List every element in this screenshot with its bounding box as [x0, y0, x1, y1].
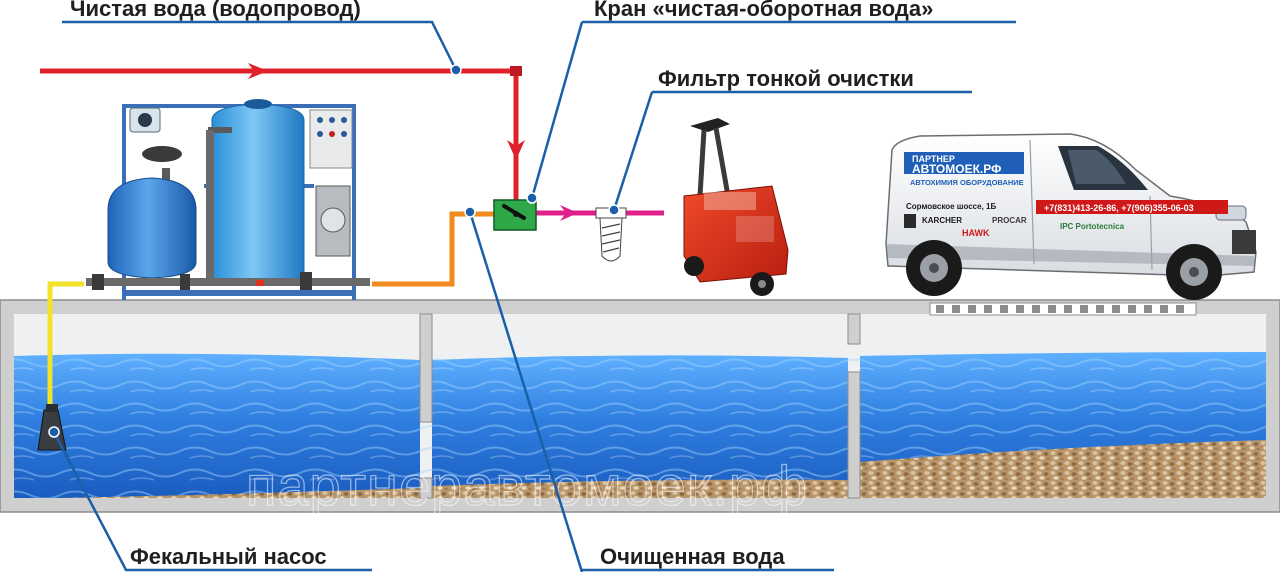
filter-element-icon	[601, 223, 621, 253]
multiport-valve	[142, 146, 182, 162]
leader-dots	[48, 64, 620, 438]
washer-wheel	[684, 256, 704, 276]
leader-fecal-pump	[52, 431, 372, 572]
flow-arrow-right-icon	[248, 63, 268, 79]
van-logo-karcher: KARCHER	[922, 216, 962, 225]
leader-purified-water	[468, 211, 834, 572]
van-phones: +7(831)413-26-86, +7(906)355-06-03	[1044, 203, 1194, 213]
pump-pipe	[47, 281, 84, 448]
gravel-section-2	[432, 479, 848, 498]
van-address: Сормовское шоссе, 1Б	[906, 202, 996, 211]
gravel-section-3	[860, 440, 1266, 498]
label-valve: Кран «чистая-оборотная вода»	[594, 0, 933, 21]
flow-arrow-right-icon	[560, 205, 578, 221]
clean-water-pipe	[40, 63, 525, 200]
van-brand-line2: АВТОМОЕК.РФ	[912, 162, 1001, 176]
flow-arrow-down-icon	[507, 140, 525, 160]
van-logo-badge	[904, 214, 916, 228]
leader-valve	[530, 20, 1016, 199]
diverter-valve	[493, 199, 537, 231]
partition-2-top	[847, 313, 861, 345]
treatment-unit	[86, 99, 370, 300]
van-logo-hawk: HAWK	[962, 228, 990, 238]
van-logo-procar: PROCAR	[992, 216, 1027, 225]
label-fine-filter: Фильтр тонкой очистки	[658, 66, 914, 91]
label-purified-water: Очищенная вода	[600, 544, 785, 569]
service-van: ПАРТНЕР АВТОМОЕК.РФ АВТОХИМИЯ ОБОРУДОВАН…	[885, 133, 1257, 300]
watermark: партнеравтомоек.рф	[246, 454, 808, 517]
label-clean-water: Чистая вода (водопровод)	[70, 0, 361, 21]
drain-grate	[929, 302, 1197, 316]
van-brand-line1: ПАРТНЕР	[912, 154, 955, 164]
settling-tank	[0, 299, 1280, 513]
van-logo-ipc: IPC Portotecnica	[1060, 222, 1125, 231]
fine-filter	[595, 207, 627, 262]
van-phone-strip	[1036, 200, 1228, 214]
van-tagline: АВТОХИМИЯ ОБОРУДОВАНИЕ	[910, 178, 1024, 187]
pressure-washer	[683, 118, 789, 296]
leader-fine-filter	[612, 90, 972, 211]
leader-lines	[52, 20, 1016, 572]
van-brand-banner	[904, 152, 1024, 174]
recycled-water-pipe	[372, 211, 494, 287]
partition-1-bottom	[419, 477, 433, 499]
gravel-section-1	[60, 488, 420, 498]
sand-filter	[107, 177, 197, 279]
label-fecal-pump: Фекальный насос	[130, 544, 327, 569]
leader-clean-water	[62, 20, 458, 71]
van-grille	[1232, 230, 1256, 254]
partition-1-top	[419, 313, 433, 423]
partition-2-bottom	[847, 371, 861, 499]
